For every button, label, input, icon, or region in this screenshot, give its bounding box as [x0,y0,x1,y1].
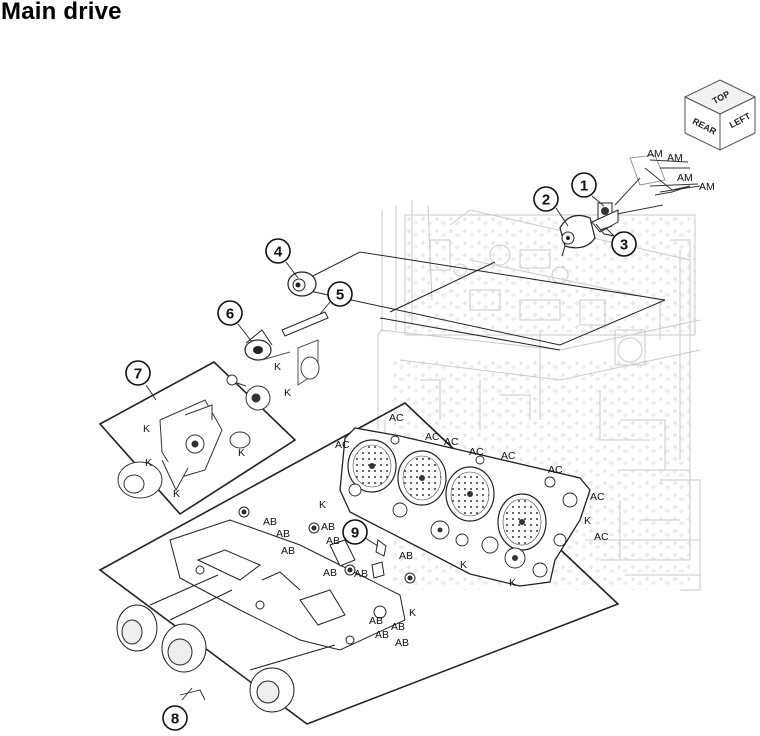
callout-8: 8 [162,705,188,731]
callout-9: 9 [342,519,368,545]
svg-text:K: K [509,577,516,589]
page-title: Main drive [1,0,122,25]
main-drive-gear-housing [339,427,591,587]
svg-text:AM: AM [647,148,663,160]
svg-text:AB: AB [281,545,295,557]
svg-text:K: K [460,559,467,571]
callout-5: 5 [327,281,353,307]
subassembly-box-7 [98,361,297,516]
svg-text:K: K [173,488,180,500]
motor-plate-assembly [116,506,416,713]
orientation-cube: TOP REAR LEFT [683,79,757,151]
callout-2: 2 [533,186,559,212]
callout-1: 1 [571,172,597,198]
svg-text:AB: AB [263,516,277,528]
callout-7: 7 [125,360,151,386]
svg-text:K: K [409,607,416,619]
svg-text:AC: AC [590,491,605,503]
ac-labels: AC AC AC AC AC AC AC AC AC [335,412,609,543]
motor-part-2 [559,215,596,257]
shaft-part-5 [281,311,329,337]
svg-text:K: K [238,447,245,459]
svg-text:AC: AC [335,439,350,451]
am-bracket-assembly [611,154,701,216]
svg-text:AM: AM [699,181,715,193]
ab-labels: AB AB AB AB AB AB AB AB AB AB AB AB [263,516,413,649]
svg-text:9: 9 [351,525,359,542]
svg-text:5: 5 [336,287,344,304]
svg-text:1: 1 [580,178,588,195]
svg-text:K: K [143,423,150,435]
svg-text:AB: AB [395,637,409,649]
callout-leaders [145,195,615,701]
svg-text:AB: AB [321,521,335,533]
svg-text:AB: AB [391,621,405,633]
svg-text:3: 3 [620,237,628,254]
svg-text:2: 2 [542,192,550,209]
svg-text:AB: AB [326,535,340,547]
svg-text:AC: AC [501,450,516,462]
svg-text:AM: AM [677,172,693,184]
svg-text:AC: AC [444,436,459,448]
svg-text:AM: AM [667,152,683,164]
svg-text:AB: AB [375,629,389,641]
svg-text:8: 8 [171,711,179,728]
pulley-part-4 [287,271,317,297]
svg-text:AC: AC [548,464,563,476]
svg-text:4: 4 [274,244,283,261]
svg-text:AC: AC [389,412,404,424]
svg-text:AB: AB [399,550,413,562]
main-shaft-lines [304,251,666,351]
k-labels: K K K K K K K K K K K [143,361,591,619]
svg-text:AB: AB [323,567,337,579]
callout-4: 4 [265,238,291,264]
svg-text:K: K [284,387,291,399]
motor-bracket-k [261,339,320,386]
svg-text:AC: AC [594,531,609,543]
svg-text:AB: AB [369,615,383,627]
svg-text:AC: AC [425,431,440,443]
svg-text:K: K [145,457,152,469]
gear-part-6 [244,329,273,361]
callout-6: 6 [217,300,243,326]
svg-text:K: K [274,361,281,373]
sensor-part-9 [371,539,387,579]
svg-text:AB: AB [354,568,368,580]
subassembly-box-8 [98,402,620,725]
am-labels: AM AM AM AM [647,148,715,193]
svg-text:7: 7 [134,366,142,383]
svg-text:6: 6 [226,306,234,323]
svg-text:AB: AB [276,528,290,540]
svg-text:AC: AC [469,446,484,458]
svg-text:K: K [584,515,591,527]
svg-text:K: K [319,499,326,511]
callout-3: 3 [611,231,637,257]
